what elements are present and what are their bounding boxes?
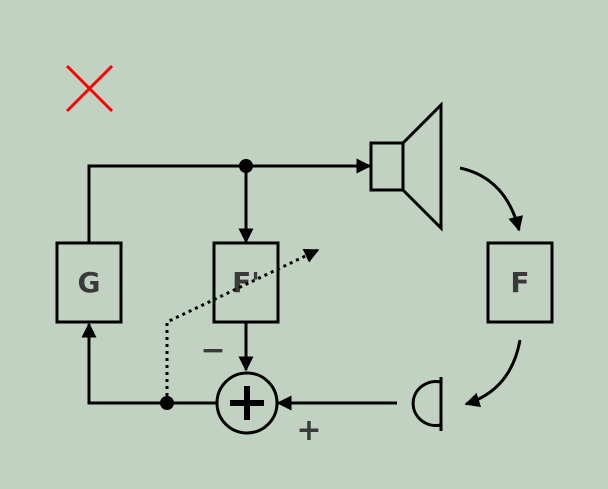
acoustic-path-to-microphone: [464, 339, 522, 408]
filter-estimate-block: F': [212, 241, 280, 324]
forward-wire: [87, 158, 372, 243]
feedback-path-block: F: [486, 241, 554, 324]
gain-block: G: [55, 241, 123, 324]
acoustic-path-to-filter: [459, 166, 523, 232]
minus-sign: −: [200, 333, 225, 368]
x-mark-icon: [65, 64, 114, 113]
microphone-icon: [411, 377, 443, 431]
sum-to-gain-wire: [81, 322, 216, 405]
gain-block-label: G: [78, 266, 101, 299]
plus-sign: +: [296, 413, 321, 448]
feedback-path-block-label: F: [510, 266, 529, 299]
filter-estimate-block-label: F': [232, 266, 260, 299]
loudspeaker-icon: [369, 101, 443, 232]
summing-junction-icon: [215, 371, 279, 435]
